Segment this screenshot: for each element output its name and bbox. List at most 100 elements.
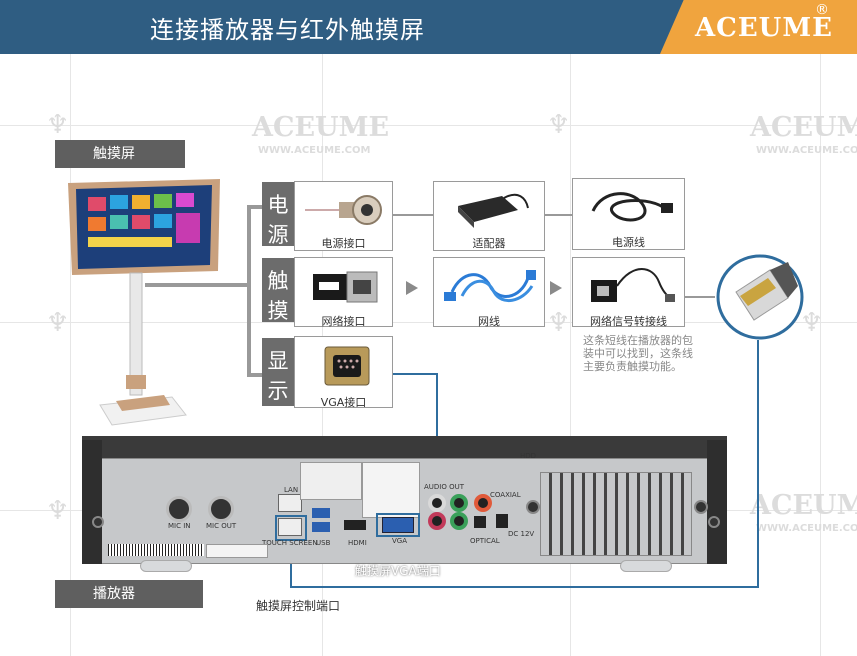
screw-icon [694,500,708,514]
vga-port-image [324,346,370,386]
barcode-sticker [108,544,204,556]
arrow-right-icon [406,281,418,295]
hdd-vent-panel [540,472,692,556]
usb-port [312,508,330,518]
watermark-figure-icon: ♆ [46,496,70,526]
adapter-caption: 适配器 [472,237,506,250]
touchscreen-section-label: 触摸屏 [55,140,185,168]
power-cord-image [591,192,673,222]
network-cable-image [444,270,536,302]
page-title: 连接播放器与红外触摸屏 [150,16,425,44]
connector-line [545,214,572,216]
vga-callout-label: 触摸屏VGA端口 [355,564,441,578]
watermark-url: WWW.ACEUME.COM [258,145,371,156]
watermark-figure-icon: ♆ [547,110,571,140]
coaxial-label: COAXIAL [490,491,521,499]
grid-line [70,54,71,656]
group-touch-tab: 触摸 [262,258,294,323]
dc-port [496,514,508,528]
mic-in-label: MIC IN [168,522,191,530]
connector-line [247,373,263,377]
vga-link-line [393,373,437,375]
watermark-figure-icon: ♆ [800,308,824,338]
power-cord-box: 电源线 [572,178,685,250]
mic-out-jack [208,496,234,522]
spec-label-sticker [300,462,362,500]
connector-line [247,205,251,377]
optical-port [474,516,486,528]
power-port-image [305,195,382,225]
adapter-box: 适配器 [433,181,545,251]
grid-line [570,54,571,656]
mic-out-label: MIC OUT [206,522,237,530]
grid-line [0,125,857,126]
optical-label: OPTICAL [470,537,500,545]
signal-adapter-box: 网络信号转接线 [572,257,685,328]
lan-label: LAN [284,486,299,494]
control-link-line [757,340,759,588]
connector-line [247,205,263,209]
mic-in-jack [166,496,192,522]
touch-screen-label: TOUCH SCREEN [262,539,318,547]
watermark-url: WWW.ACEUME.COM [756,523,857,534]
network-cable-caption: 网线 [478,315,500,328]
signal-adapter-caption: 网络信号转接线 [590,315,667,328]
audio-out-jack [428,512,446,530]
screw-icon [526,500,540,514]
screw-icon [708,516,720,528]
power-port-caption: 电源接口 [321,237,366,250]
touch-screen-port-highlight [275,515,307,541]
player-section-label: 播放器 [55,580,203,608]
network-cable-box: 网线 [433,257,545,328]
lan-port [278,494,302,512]
network-port-caption: 网络接口 [321,315,366,328]
grid-line [820,54,821,656]
watermark-figure-icon: ♆ [46,110,70,140]
watermark-brand: ACEUME [252,112,390,143]
adapter-image [458,193,529,228]
audio-out-label: AUDIO OUT [424,483,465,491]
watermark-brand: ACEUME [750,112,857,143]
group-display-tab: 显示 [262,338,294,406]
dc-label: DC 12V [508,530,535,538]
usb-label: USB [316,539,331,547]
grid-line [0,322,857,323]
audio-out-jack [450,512,468,530]
screw-icon [92,516,104,528]
logo-background [660,0,857,54]
watermark-url: WWW.ACEUME.COM [756,145,857,156]
vga-port-highlight [376,513,420,537]
signal-adapter-image [591,268,675,302]
vga-port-box: VGA接口 [294,336,393,409]
arrow-right-icon [550,281,562,295]
touch-screen-port [278,518,302,536]
player-foot [620,560,672,572]
power-cord-caption: 电源线 [612,236,645,249]
brand-logo: ACEUME [695,13,833,43]
usb-port [312,522,330,532]
qr-label-sticker [362,462,420,518]
connector-line [393,214,433,216]
network-port-image [313,271,378,303]
control-link-line [290,586,759,588]
player-left-bracket [82,440,102,564]
warning-sticker [206,544,268,558]
power-port-box: 电源接口 [294,181,393,251]
hdmi-port [344,520,366,530]
rj45-connector-image [716,254,804,340]
vga-label: VGA [392,537,408,545]
player-right-bracket [707,440,727,564]
hdd-label: HDD [520,452,537,460]
adapter-note: 这条短线在播放器的包装中可以找到，这条线主要负责触摸功能。 [583,334,693,373]
connector-line [685,296,715,298]
registered-mark: ® [815,2,829,18]
touchscreen-kiosk-image [68,179,220,426]
player-foot [140,560,192,572]
audio-out-jack [450,494,468,512]
vga-port-caption: VGA接口 [320,396,367,409]
watermark-figure-icon: ♆ [46,308,70,338]
audio-out-jack [428,494,446,512]
coaxial-jack [474,494,492,512]
control-callout-label: 触摸屏控制端口 [256,599,341,613]
control-link-line [290,540,292,588]
